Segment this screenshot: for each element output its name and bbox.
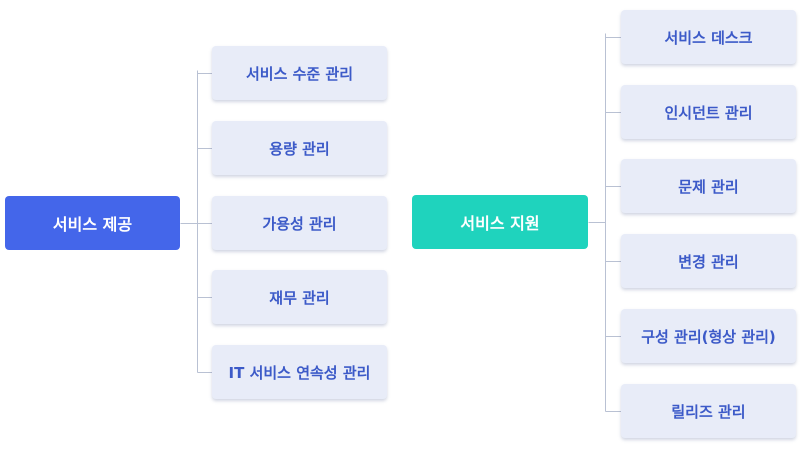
service-support-label: 서비스 지원: [460, 214, 540, 233]
financial-management-label: 재무 관리: [269, 288, 330, 307]
release-management-label: 릴리즈 관리: [671, 402, 746, 421]
service-provision-label: 서비스 제공: [52, 215, 133, 234]
configuration-management-node: 구성 관리(형상 관리): [621, 309, 796, 363]
availability-management-label: 가용성 관리: [262, 214, 337, 233]
configuration-management-label: 구성 관리(형상 관리): [641, 327, 776, 346]
change-management-node: 변경 관리: [621, 234, 796, 288]
capacity-management-node: 용량 관리: [212, 121, 387, 175]
incident-management-label: 인시던트 관리: [664, 103, 753, 122]
it-service-continuity-management-node: IT 서비스 연속성 관리: [212, 345, 387, 399]
release-management-node: 릴리즈 관리: [621, 384, 796, 438]
service-level-management-label: 서비스 수준 관리: [245, 64, 354, 83]
service-level-management-node: 서비스 수준 관리: [212, 46, 387, 100]
problem-management-node: 문제 관리: [621, 159, 796, 213]
service-support-node: 서비스 지원: [412, 195, 588, 249]
change-management-label: 변경 관리: [678, 252, 739, 271]
service-desk-label: 서비스 데스크: [664, 28, 753, 47]
service-desk-node: 서비스 데스크: [621, 10, 796, 64]
financial-management-node: 재무 관리: [212, 270, 387, 324]
availability-management-node: 가용성 관리: [212, 196, 387, 250]
incident-management-node: 인시던트 관리: [621, 85, 796, 139]
it-service-continuity-management-label: IT 서비스 연속성 관리: [228, 363, 371, 382]
problem-management-label: 문제 관리: [678, 177, 739, 196]
capacity-management-label: 용량 관리: [269, 139, 330, 158]
service-provision-node: 서비스 제공: [5, 196, 180, 250]
